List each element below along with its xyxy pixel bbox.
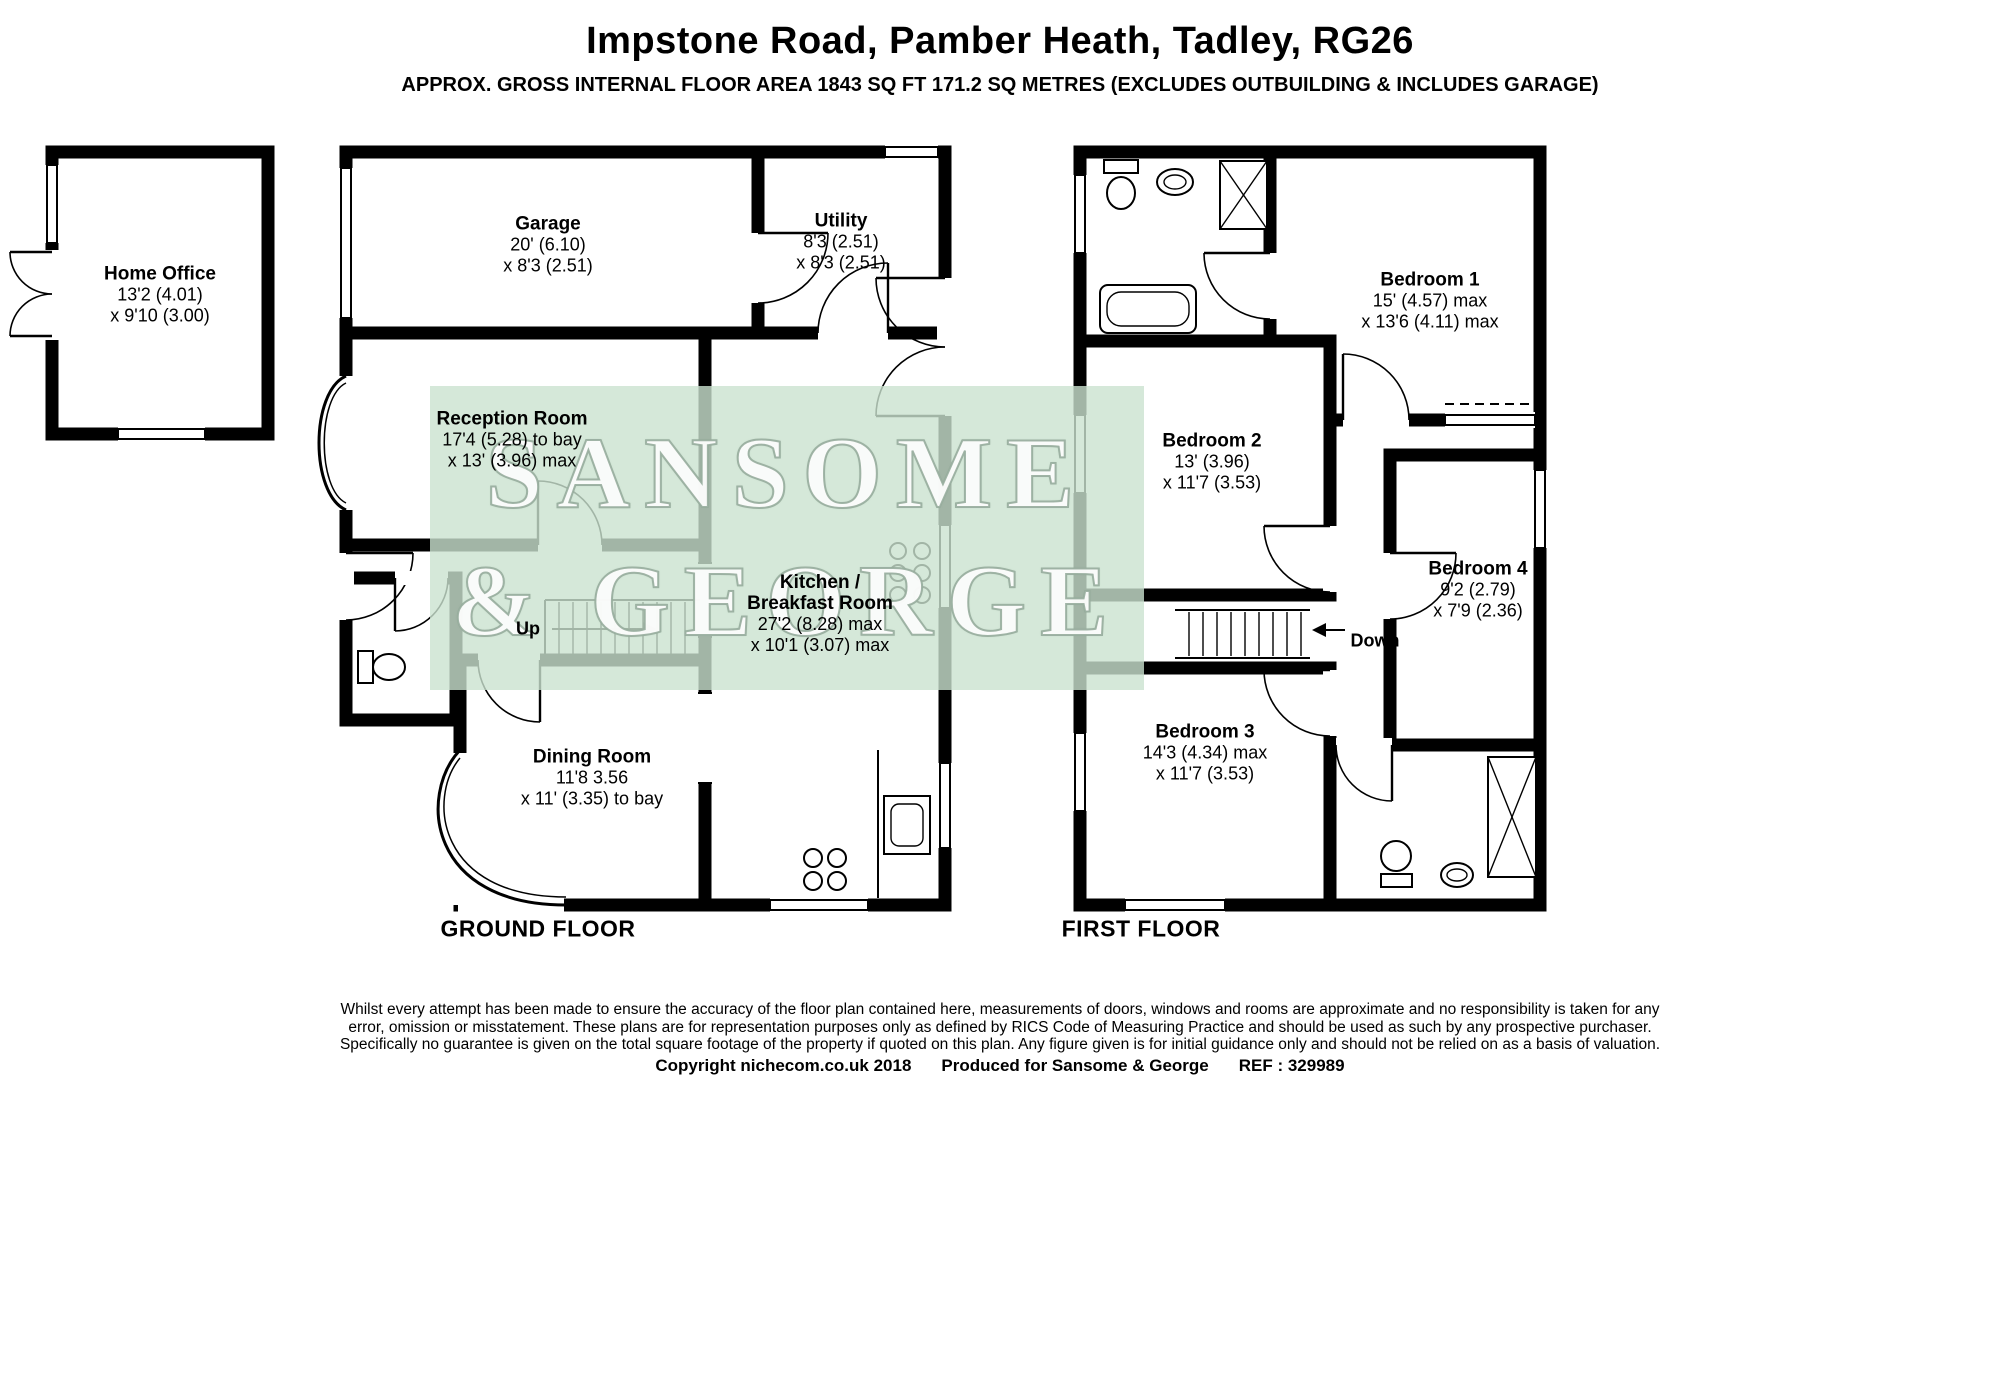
window-icon bbox=[769, 899, 869, 911]
watermark-line-1: SANSOME bbox=[485, 416, 1089, 531]
window-icon bbox=[1074, 732, 1086, 812]
garage-door-icon bbox=[340, 167, 352, 319]
door-arc-icon bbox=[757, 232, 829, 304]
room-label-bedroom-2: Bedroom 2 13' (3.96) x 11'7 (3.53) bbox=[1162, 431, 1261, 494]
door-arc-icon bbox=[1389, 552, 1457, 620]
window-icon bbox=[1534, 469, 1546, 549]
room-name: Garage bbox=[515, 213, 581, 235]
window-icon bbox=[884, 146, 939, 158]
room-dim: x 11' (3.35) to bay bbox=[520, 788, 664, 809]
reference-number: REF : 329989 bbox=[1238, 1056, 1345, 1075]
room-label-bedroom-1: Bedroom 1 15' (4.57) max x 13'6 (4.11) m… bbox=[1361, 270, 1498, 333]
room-name: Home Office bbox=[104, 263, 216, 285]
door-arc-icon bbox=[817, 262, 889, 334]
bay-window-icon bbox=[317, 374, 347, 512]
room-name: Bedroom 1 bbox=[1380, 269, 1480, 291]
door-arc-icon bbox=[1263, 525, 1331, 593]
room-dim: 15' (4.57) max bbox=[1372, 290, 1488, 311]
room-dim: 13'2 (4.01) bbox=[117, 284, 203, 305]
room-label-kitchen: Kitchen / Breakfast Room 27'2 (8.28) max… bbox=[747, 572, 893, 656]
bay-window-icon bbox=[436, 748, 567, 907]
first-floor-walls bbox=[1073, 145, 1547, 912]
door-arc-icon bbox=[1342, 353, 1410, 421]
room-name: Bedroom 2 bbox=[1162, 430, 1262, 452]
room-name: Utility bbox=[814, 210, 868, 232]
room-name: Breakfast Room bbox=[747, 593, 893, 614]
sink-icon bbox=[883, 795, 931, 855]
room-dim: 14'3 (4.34) max bbox=[1142, 742, 1268, 763]
room-dim: 20' (6.10) bbox=[510, 234, 586, 255]
room-dim: x 10'1 (3.07) max bbox=[750, 635, 890, 655]
room-name: Dining Room bbox=[532, 746, 652, 768]
stairs-up-label: Up bbox=[516, 618, 540, 639]
window-icon bbox=[1444, 414, 1536, 426]
room-name: Bedroom 4 bbox=[1428, 558, 1528, 580]
copyright-text: Copyright nichecom.co.uk 2018 bbox=[655, 1056, 912, 1075]
room-dim: 9'2 (2.79) bbox=[1440, 579, 1516, 600]
toilet-icon bbox=[1380, 840, 1413, 888]
watermark: SANSOME & GEORGE bbox=[430, 386, 1144, 690]
window-icon bbox=[939, 762, 951, 849]
disclaimer-line: Whilst every attempt has been made to en… bbox=[340, 1001, 1660, 1018]
window-icon bbox=[1124, 899, 1226, 911]
room-dim: x 13' (3.96) max bbox=[447, 450, 577, 471]
disclaimer-text: Whilst every attempt has been made to en… bbox=[0, 1001, 2000, 1054]
room-dim: x 8'3 (2.51) bbox=[503, 255, 593, 276]
room-dim: 13' (3.96) bbox=[1174, 451, 1250, 472]
room-dim: x 11'7 (3.53) bbox=[1162, 472, 1262, 493]
room-dim: x 9'10 (3.00) bbox=[110, 305, 210, 326]
room-label-bedroom-4: Bedroom 4 9'2 (2.79) x 7'9 (2.36) bbox=[1428, 559, 1527, 622]
door-arc-icon bbox=[875, 277, 946, 348]
room-label-home-office: Home Office 13'2 (4.01) x 9'10 (3.00) bbox=[104, 264, 216, 327]
basin-icon bbox=[1440, 862, 1474, 888]
first-floor-title: FIRST FLOOR bbox=[1061, 915, 1221, 942]
produced-for-text: Produced for Sansome & George bbox=[941, 1056, 1209, 1075]
room-label-bedroom-3: Bedroom 3 14'3 (4.34) max x 11'7 (3.53) bbox=[1143, 722, 1268, 785]
room-dim: x 7'9 (2.36) bbox=[1433, 600, 1523, 621]
page-subtitle: APPROX. GROSS INTERNAL FLOOR AREA 1843 S… bbox=[401, 74, 1599, 96]
shower-icon bbox=[1487, 756, 1537, 878]
basin-icon bbox=[1156, 168, 1194, 196]
room-dim: 11'8 3.56 bbox=[555, 767, 629, 788]
shower-icon bbox=[1219, 160, 1268, 230]
room-name: Bedroom 3 bbox=[1155, 721, 1255, 743]
toilet-icon bbox=[1103, 159, 1139, 210]
room-dim: 17'4 (5.28) to bay bbox=[442, 429, 582, 450]
ground-floor-title: GROUND FLOOR bbox=[440, 915, 636, 942]
window-icon bbox=[1074, 174, 1086, 254]
room-dim: x 11'7 (3.53) bbox=[1155, 763, 1255, 784]
room-label-garage: Garage 20' (6.10) x 8'3 (2.51) bbox=[503, 214, 592, 277]
door-arc-icon bbox=[1263, 669, 1331, 737]
door-arc-icon bbox=[345, 552, 414, 621]
room-dim: x 13'6 (4.11) max bbox=[1361, 311, 1499, 332]
window-icon bbox=[117, 428, 206, 440]
first-floor-openings bbox=[1072, 174, 1548, 913]
disclaimer-line: error, omission or misstatement. These p… bbox=[348, 1018, 1652, 1036]
room-label-utility: Utility 8'3 (2.51) x 8'3 (2.51) bbox=[796, 211, 885, 274]
door-arc-icon bbox=[1335, 744, 1393, 802]
first-floor-stairs bbox=[1175, 609, 1345, 659]
stairs-down-label: Down bbox=[1350, 630, 1400, 651]
window-icon bbox=[46, 164, 58, 244]
room-name: Reception Room bbox=[436, 408, 588, 430]
door-arc-icon bbox=[1203, 252, 1271, 320]
page-title: Impstone Road, Pamber Heath, Tadley, RG2… bbox=[586, 20, 1414, 62]
bath-icon bbox=[1099, 284, 1197, 334]
room-label-dining: Dining Room 11'8 3.56 x 11' (3.35) to ba… bbox=[521, 747, 663, 810]
toilet-icon bbox=[357, 650, 406, 684]
room-name: Kitchen / bbox=[779, 572, 861, 593]
room-dim: x 8'3 (2.51) bbox=[796, 252, 886, 273]
first-floor-fixtures bbox=[1099, 159, 1537, 888]
watermark-line-2: & GEORGE bbox=[451, 544, 1123, 659]
door-arc-icon bbox=[9, 293, 53, 337]
disclaimer-line: Specifically no guarantee is given on th… bbox=[339, 1036, 1661, 1053]
room-dim: 8'3 (2.51) bbox=[803, 231, 879, 252]
bedroom-3-room bbox=[1073, 661, 1337, 912]
room-dim: 27'2 (8.28) max bbox=[757, 614, 883, 634]
copyright-line: Copyright nichecom.co.uk 2018 Produced f… bbox=[0, 1056, 2000, 1076]
room-label-reception: Reception Room 17'4 (5.28) to bay x 13' … bbox=[437, 409, 588, 472]
door-arc-icon bbox=[9, 251, 53, 295]
cooker-icon bbox=[803, 848, 847, 891]
